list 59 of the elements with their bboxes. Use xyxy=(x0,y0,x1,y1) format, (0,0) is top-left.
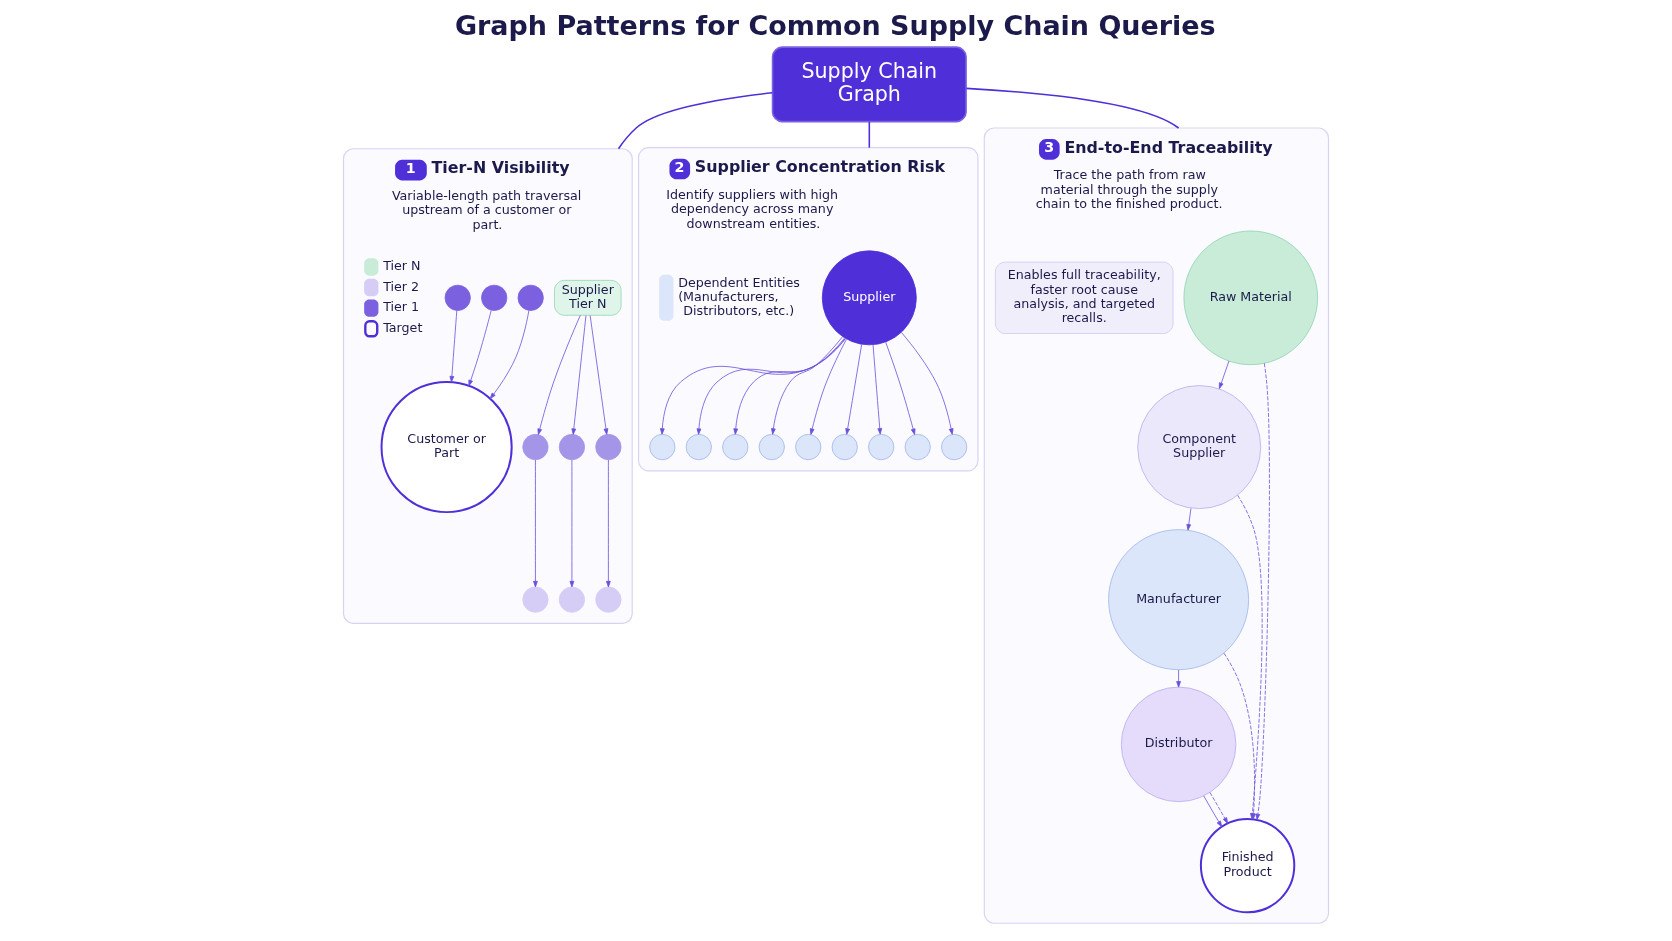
arrow xyxy=(571,315,587,435)
arrow xyxy=(809,338,847,435)
connector xyxy=(965,87,1180,129)
arrow xyxy=(659,338,846,435)
arrow xyxy=(696,338,846,435)
node-circle xyxy=(722,433,749,461)
arrow xyxy=(1255,362,1270,821)
node-circle: Component Supplier xyxy=(1137,385,1262,509)
arrow xyxy=(468,310,492,387)
legend-label: Dependent Entities (Manufacturers, Distributors, etc.) xyxy=(678,274,800,319)
legend-label: Tier 2 xyxy=(383,278,420,294)
arrow xyxy=(845,343,863,435)
legend-label: Tier 1 xyxy=(383,299,420,315)
node-circle xyxy=(522,586,549,613)
node-circle xyxy=(904,433,931,461)
node-circle xyxy=(868,433,895,461)
node-circle xyxy=(649,433,676,461)
node-circle: Manufacturer xyxy=(1108,529,1249,671)
node-circle xyxy=(685,433,712,461)
legend-label: Tier N xyxy=(383,257,421,273)
arrow xyxy=(771,336,843,435)
arrow xyxy=(537,314,581,435)
node-circle xyxy=(795,433,822,461)
arrow xyxy=(1176,669,1181,688)
connector xyxy=(617,91,774,150)
node-circle xyxy=(831,433,858,461)
node-circle xyxy=(595,586,622,613)
node-circle: Raw Material xyxy=(1183,230,1318,366)
arrow xyxy=(589,315,609,435)
arrow xyxy=(489,310,530,399)
arrow xyxy=(885,341,916,435)
arrow xyxy=(1209,792,1229,824)
arrow xyxy=(1203,795,1223,828)
diagram-title: Graph Patterns for Common Supply Chain Queries xyxy=(454,10,1216,42)
arrow xyxy=(533,459,538,588)
arrow xyxy=(606,459,611,588)
node-circle: Distributor xyxy=(1120,686,1237,803)
node-box: Supplier Tier N xyxy=(554,280,622,316)
arrow xyxy=(733,337,845,435)
connector xyxy=(868,121,871,149)
node-circle xyxy=(758,433,785,461)
arrow xyxy=(1218,360,1230,389)
arrow xyxy=(900,331,954,435)
arrow xyxy=(569,459,575,588)
node-circle xyxy=(444,284,471,311)
node-box: Supply Chain Graph xyxy=(771,46,967,123)
node-circle xyxy=(517,284,544,311)
node-box: Enables full traceability, faster root cause analysis, and targeted recalls. xyxy=(995,261,1174,334)
arrow xyxy=(449,310,458,383)
node-circle xyxy=(941,433,968,461)
node-circle xyxy=(558,433,585,461)
node-circle: Supplier xyxy=(821,250,917,346)
legend-label: Target xyxy=(383,319,423,335)
node-circle xyxy=(595,433,622,461)
arrow xyxy=(1186,508,1192,531)
node-circle xyxy=(481,284,508,311)
node-circle xyxy=(522,433,549,461)
node-circle xyxy=(558,586,585,613)
arrow xyxy=(872,344,883,435)
